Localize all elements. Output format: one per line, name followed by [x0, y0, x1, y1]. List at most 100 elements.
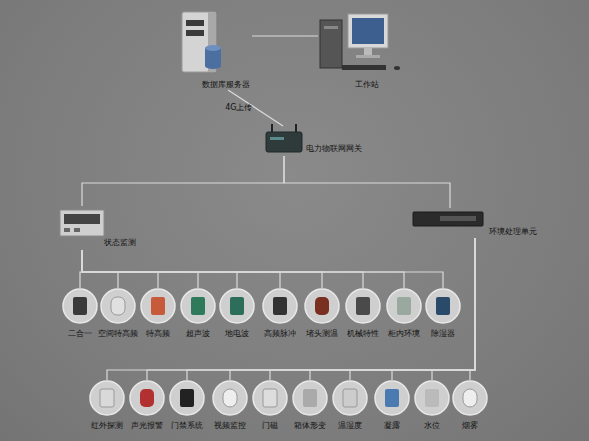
- connector-line: [82, 250, 198, 288]
- circle-shape: [450, 380, 490, 416]
- sensor-node: 温湿度: [330, 380, 370, 432]
- sensor-node: 机械特性: [343, 288, 383, 340]
- circle-shape: [210, 380, 250, 416]
- node-label: 工作站: [355, 80, 379, 90]
- node-label: 温湿度: [338, 421, 362, 431]
- circle-shape: [60, 288, 100, 324]
- connector-line: [82, 250, 118, 288]
- pc-drive: [324, 26, 338, 29]
- node-label: 电力物联网网关: [306, 144, 362, 154]
- sensor-icon: [385, 389, 399, 407]
- server-side: [208, 12, 216, 72]
- circle-shape: [384, 288, 424, 324]
- monitor-button: [74, 228, 80, 232]
- node-label: 凝露: [384, 421, 400, 431]
- node-label: 数据库服务器: [202, 80, 250, 90]
- sensor-icon: [140, 389, 154, 407]
- node-label: 堵头测温: [306, 329, 338, 339]
- connector-line: [82, 250, 158, 288]
- circle-shape: [167, 380, 207, 416]
- node-label: 超声波: [186, 329, 210, 339]
- sensor-node: 二合一: [60, 288, 100, 340]
- database-top: [205, 45, 221, 51]
- sensor-circle: [375, 381, 409, 415]
- workstation-icon: [320, 14, 400, 70]
- sensor-circle: [293, 381, 327, 415]
- sensor-icon: [111, 297, 125, 315]
- device-node: 工作站: [318, 10, 402, 90]
- sensor-node: 视频监控: [210, 380, 250, 432]
- sensor-node: 水位: [412, 380, 452, 432]
- connector-line: [270, 238, 475, 380]
- sensor-circle: [387, 289, 421, 323]
- sensor-node: 门禁系统: [167, 380, 207, 432]
- monitor-case: [60, 210, 104, 236]
- sensor-circle: [170, 381, 204, 415]
- antenna: [271, 124, 273, 132]
- monitor-base: [356, 55, 380, 58]
- node-label: 视频监控: [214, 421, 246, 431]
- node-label: 空间特高频: [98, 329, 138, 339]
- monitor-screen: [352, 18, 384, 44]
- node-label: 二合一: [68, 329, 92, 339]
- sensor-node: 空间特高频: [98, 288, 138, 340]
- node-label: 机械特性: [347, 329, 379, 339]
- circle-shape: [98, 288, 138, 324]
- sensor-icon: [73, 297, 87, 315]
- circle-shape: [330, 380, 370, 416]
- mouse: [394, 66, 400, 70]
- sensor-circle: [141, 289, 175, 323]
- circle-shape: [290, 380, 330, 416]
- sensor-node: 柜内环境: [384, 288, 424, 340]
- sensor-circle: [101, 289, 135, 323]
- sensor-circle: [220, 289, 254, 323]
- database-bottom: [205, 63, 221, 69]
- sensor-icon: [230, 297, 244, 315]
- server-body: [182, 12, 216, 72]
- circle-shape: [127, 380, 167, 416]
- sensor-node: 超声波: [178, 288, 218, 340]
- circle-shape: [343, 288, 383, 324]
- circle-shape: [302, 288, 342, 324]
- connector-line: [82, 250, 363, 288]
- sensor-circle: [253, 381, 287, 415]
- connector-line: [230, 238, 475, 380]
- circle-shape: [412, 380, 452, 416]
- connector-line: [107, 238, 475, 380]
- sensor-node: 凝露: [372, 380, 412, 432]
- sensor-circle: [426, 289, 460, 323]
- circle-shape: [178, 288, 218, 324]
- circle-shape: [250, 380, 290, 416]
- node-label: 地电波: [225, 329, 249, 339]
- node-label: 门禁系统: [171, 421, 203, 431]
- pc-tower: [320, 20, 342, 68]
- sensor-node: 除湿器: [423, 288, 463, 340]
- node-label: 高频脉冲: [264, 329, 296, 339]
- status-monitor-icon: [60, 210, 104, 236]
- sensor-circle: [181, 289, 215, 323]
- sensor-icon: [151, 297, 165, 315]
- server-drive: [186, 30, 204, 36]
- node-label: 柜内环境: [388, 329, 420, 339]
- server-icon: [182, 12, 221, 72]
- sensor-icon: [303, 389, 317, 407]
- node-label: 门磁: [262, 421, 278, 431]
- circle-shape: [217, 288, 257, 324]
- connector-line: [252, 35, 318, 36]
- gateway-box: [266, 132, 302, 152]
- sensor-circle: [130, 381, 164, 415]
- sensor-node: 特高频: [138, 288, 178, 340]
- device-node: 环境处理单元: [412, 208, 548, 238]
- device-node: 状态监测: [58, 206, 142, 250]
- sensor-node: 箱体形变: [290, 380, 330, 432]
- monitor-button: [64, 228, 70, 232]
- device-node: 电力物联网网关: [264, 126, 368, 156]
- monitor-frame: [348, 14, 388, 48]
- sensor-circle: [346, 289, 380, 323]
- circle-shape: [87, 380, 127, 416]
- environment-unit-icon: [413, 212, 483, 226]
- node-label: 特高频: [146, 329, 170, 339]
- unit-ports: [440, 216, 476, 221]
